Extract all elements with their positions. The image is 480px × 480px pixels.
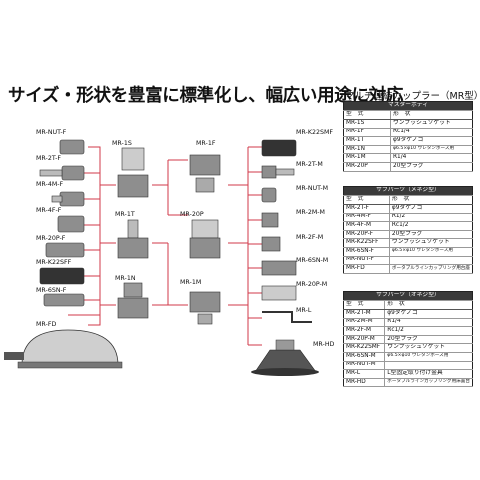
- label-mr-nut-m: MR-NUT-M: [296, 185, 328, 192]
- label-mr-hd: MR-HD: [313, 341, 335, 348]
- section-title: マスターボディ: [343, 101, 473, 111]
- label-mr-1n: MR-1N: [115, 275, 136, 282]
- label-mr-nut-f: MR-NUT-F: [36, 129, 67, 136]
- part-k22sff: [39, 267, 85, 285]
- center-parts: [117, 147, 221, 325]
- label-mr-1t: MR-1T: [115, 211, 135, 218]
- right-parts: [261, 139, 312, 323]
- part-2t-f-barb: [39, 169, 63, 177]
- col-shape: 形 状: [390, 110, 473, 120]
- label-mr-20p-m: MR-20P-M: [296, 281, 327, 288]
- label-mr-1f: MR-1F: [196, 140, 216, 147]
- part-2t-m: [261, 165, 277, 179]
- part-2m-m: [261, 212, 279, 228]
- label-mr-20p-f: MR-20P-F: [36, 235, 66, 242]
- part-6sn-m: [261, 260, 297, 276]
- label-mr-6sn-f: MR-6SN-F: [36, 287, 67, 294]
- part-1s-socket: [121, 147, 145, 171]
- part-1s-body: [117, 174, 149, 198]
- part-4f-f: [57, 215, 85, 233]
- label-mr-fd: MR-FD: [36, 321, 56, 328]
- label-mr-1m: MR-1M: [180, 279, 201, 286]
- part-hd: [251, 339, 319, 376]
- left-parts: [39, 139, 85, 307]
- part-k22smf: [261, 139, 297, 157]
- part-20p-plug: [191, 219, 219, 239]
- part-2t-f: [61, 165, 85, 181]
- part-20p-body: [189, 237, 221, 259]
- part-2f-m: [261, 236, 281, 252]
- part-fd: [4, 329, 123, 369]
- part-1t-body: [117, 237, 149, 259]
- label-mr-l: MR-L: [296, 307, 312, 314]
- label-mr-2t-m: MR-2T-M: [296, 161, 323, 168]
- label-mr-2f-m: MR-2F-M: [296, 234, 323, 241]
- col-model: 型 式: [343, 110, 391, 120]
- col-shape: 形 状: [389, 195, 473, 205]
- part-1n-body: [117, 297, 149, 319]
- part-nut-m: [261, 187, 277, 203]
- label-mr-k22sff: MR-K22SFF: [36, 259, 72, 266]
- part-nut-f: [59, 139, 85, 155]
- label-mr-4f-f: MR-4F-F: [36, 207, 62, 214]
- part-1m-thread: [197, 313, 213, 325]
- part-20p-f: [45, 242, 85, 258]
- col-model: 型 式: [343, 195, 390, 205]
- table-row: MR-NUT-F: [343, 256, 473, 266]
- section-title: サブパーツ（オネジ型）: [343, 291, 473, 301]
- label-mr-1s: MR-1S: [112, 140, 132, 147]
- part-4m-f-thread: [51, 195, 63, 203]
- section-title: サブパーツ（メネジ型）: [343, 186, 473, 196]
- part-1m-body: [189, 291, 221, 313]
- panel-title: マルチ連結カップラー（MR型）: [345, 91, 480, 102]
- label-mr-6sn-m: MR-6SN-M: [296, 257, 328, 264]
- label-mr-4m-f: MR-4M-F: [36, 181, 64, 188]
- part-1n-fitting: [123, 282, 143, 298]
- col-model: 型 式: [343, 300, 386, 310]
- part-20p-m: [261, 285, 297, 301]
- part-1t-barb: [127, 219, 139, 239]
- part-1f-body: [189, 154, 221, 176]
- label-mr-20p: MR-20P: [180, 211, 204, 218]
- part-1f-thread: [195, 177, 215, 193]
- headline: サイズ・形状を豊富に標準化し、幅広い用途に対応: [8, 86, 404, 106]
- table-row: MR-NUT-M: [343, 361, 473, 371]
- part-2t-m-barb: [275, 168, 295, 176]
- label-mr-2t-f: MR-2T-F: [36, 155, 61, 162]
- col-shape: 形 状: [384, 300, 473, 310]
- connector-lines: [68, 146, 262, 346]
- part-4m-f: [59, 191, 85, 207]
- label-mr-k22smf: MR-K22SMF: [296, 129, 333, 136]
- diagram-labels: MR-NUT-F MR-2T-F MR-4M-F MR-4F-F MR-20P-…: [36, 129, 335, 348]
- label-mr-2m-m: MR-2M-M: [296, 209, 325, 216]
- part-6sn-f: [43, 293, 85, 307]
- part-l-bracket: [262, 311, 312, 323]
